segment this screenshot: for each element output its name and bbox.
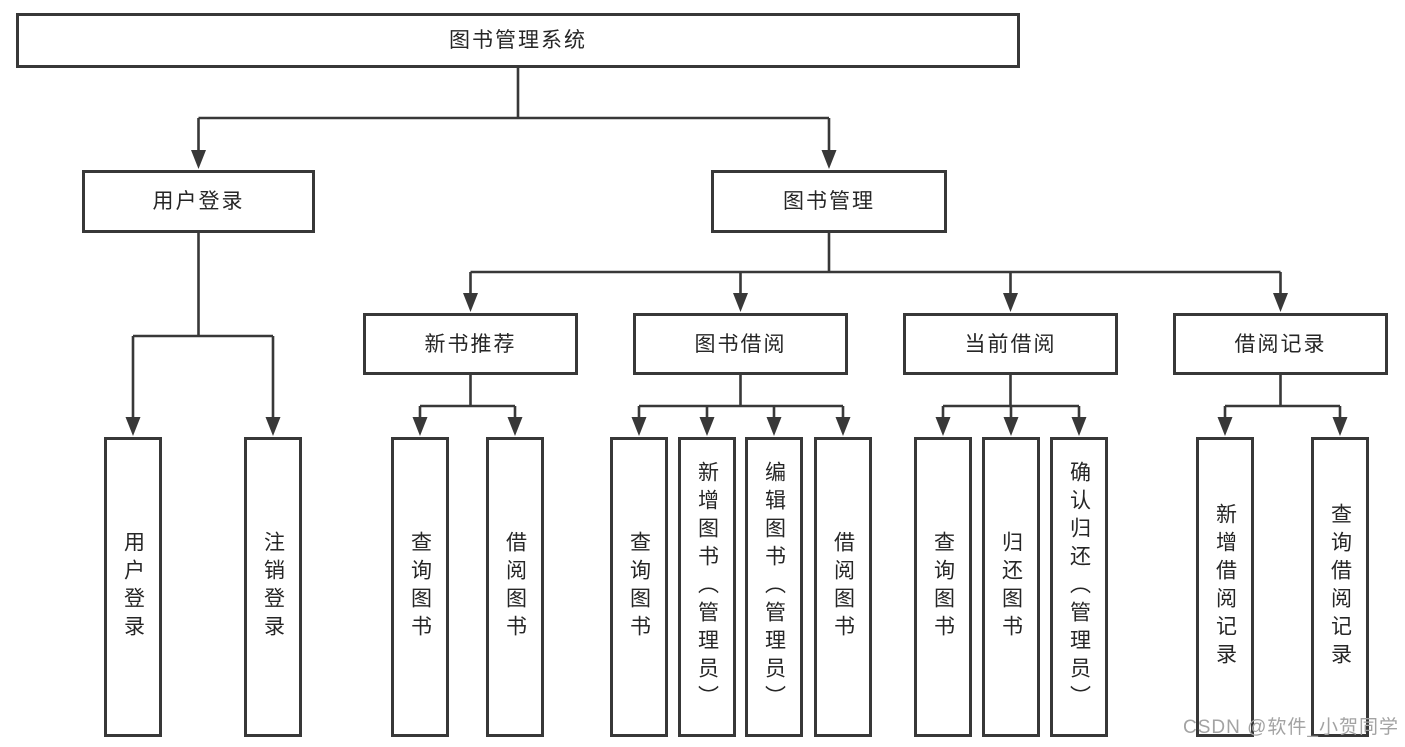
node-label: 新增借阅记录 <box>1213 503 1237 671</box>
leaf-borrowing-borrow-books: 借阅图书 <box>814 437 872 737</box>
leaf-borrowing-edit-books-admin: 编辑图书（管理员） <box>745 437 803 737</box>
node-book-borrowing: 图书借阅 <box>633 313 848 375</box>
node-label: 确认归还（管理员） <box>1067 461 1091 713</box>
node-label: 新增图书（管理员） <box>695 461 719 713</box>
node-label: 新书推荐 <box>424 332 517 356</box>
leaf-records-query-borrow-record: 查询借阅记录 <box>1311 437 1369 737</box>
node-library-management-system: 图书管理系统 <box>16 13 1020 68</box>
node-label: 查询借阅记录 <box>1328 503 1352 671</box>
leaf-recommend-query-books: 查询图书 <box>391 437 449 737</box>
leaf-user-login: 用户登录 <box>104 437 162 737</box>
node-borrowing-records: 借阅记录 <box>1173 313 1388 375</box>
node-new-book-recommend: 新书推荐 <box>363 313 578 375</box>
leaf-current-return-books: 归还图书 <box>982 437 1040 737</box>
node-label: 图书管理系统 <box>449 29 587 52</box>
node-label: 归还图书 <box>999 531 1023 643</box>
leaf-records-add-borrow-record: 新增借阅记录 <box>1196 437 1254 737</box>
leaf-current-confirm-return-admin: 确认归还（管理员） <box>1050 437 1108 737</box>
node-label: 借阅图书 <box>503 531 527 643</box>
node-label: 借阅记录 <box>1234 332 1327 356</box>
node-label: 用户登录 <box>152 190 245 213</box>
csdn-watermark: CSDN @软件_小贺同学 <box>1183 717 1399 738</box>
node-label: 编辑图书（管理员） <box>762 461 786 713</box>
node-label: 图书管理 <box>783 190 875 213</box>
node-label: 查询图书 <box>931 531 955 643</box>
leaf-logout: 注销登录 <box>244 437 302 737</box>
node-label: 当前借阅 <box>964 332 1057 356</box>
leaf-current-query-books: 查询图书 <box>914 437 972 737</box>
node-current-borrowing: 当前借阅 <box>903 313 1118 375</box>
leaf-borrowing-add-books-admin: 新增图书（管理员） <box>678 437 736 737</box>
node-label: 用户登录 <box>121 531 145 643</box>
node-label: 查询图书 <box>408 531 432 643</box>
node-label: 图书借阅 <box>694 332 787 356</box>
node-book-management: 图书管理 <box>711 170 947 233</box>
leaf-recommend-borrow-books: 借阅图书 <box>486 437 544 737</box>
leaf-borrowing-query-books: 查询图书 <box>610 437 668 737</box>
node-label: 查询图书 <box>627 531 651 643</box>
node-label: 借阅图书 <box>831 531 855 643</box>
node-user-login: 用户登录 <box>82 170 315 233</box>
node-label: 注销登录 <box>261 531 285 643</box>
